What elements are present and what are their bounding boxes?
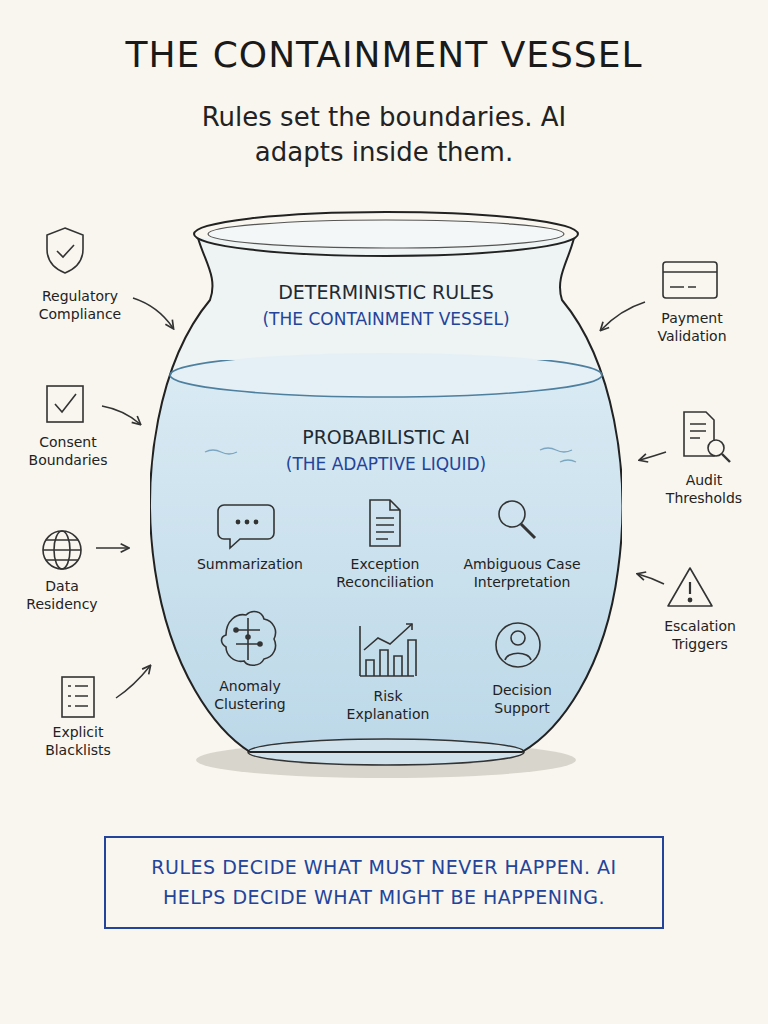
item-label: Decision Support	[472, 682, 572, 717]
node-heading: DETERMINISTIC RULES	[150, 281, 622, 303]
liquid-node: PROBABILISTIC AI (THE ADAPTIVE LIQUID)	[150, 360, 622, 770]
title: THE CONTAINMENT VESSEL	[20, 34, 748, 75]
item-label: Summarization	[180, 556, 320, 574]
node-outline	[150, 360, 622, 770]
glass-body	[150, 238, 622, 752]
node-subheading: (THE ADAPTIVE LIQUID)	[150, 454, 622, 474]
node-subheading: (THE CONTAINMENT VESSEL)	[150, 309, 622, 329]
liquid-surface	[170, 360, 602, 397]
caption: RULES DECIDE WHAT MUST NEVER HAPPEN. AI …	[128, 852, 640, 913]
subtitle: Rules set the boundaries. AI adapts insi…	[184, 100, 584, 170]
rule-label: Data Residency	[12, 578, 112, 613]
item-label: Anomaly Clustering	[195, 678, 305, 713]
rule-label: Consent Boundaries	[13, 434, 123, 469]
vessel-rim-inner	[208, 220, 564, 248]
leader-arrows	[96, 298, 666, 698]
item-label: Risk Explanation	[333, 688, 443, 723]
side-icons	[43, 228, 730, 717]
water-surface	[170, 353, 602, 397]
rule-label: Audit Thresholds	[649, 472, 759, 507]
caption-box: RULES DECIDE WHAT MUST NEVER HAPPEN. AI …	[104, 836, 664, 929]
vessel-node: DETERMINISTIC RULES (THE CONTAINMENT VESS…	[150, 205, 622, 775]
node-text-block: DETERMINISTIC RULES (THE CONTAINMENT VESS…	[150, 281, 622, 329]
vessel-outline	[150, 238, 622, 752]
vessel-rim	[194, 212, 578, 256]
rule-label: Payment Validation	[637, 310, 747, 345]
rule-label: Explicit Blacklists	[28, 724, 128, 759]
item-label: Ambiguous Case Interpretation	[452, 556, 592, 591]
node-heading: PROBABILISTIC AI	[150, 426, 622, 448]
rule-label: Escalation Triggers	[645, 618, 755, 653]
node-text-block: PROBABILISTIC AI (THE ADAPTIVE LIQUID)	[150, 426, 622, 474]
rule-label: Regulatory Compliance	[20, 288, 140, 323]
water	[150, 375, 622, 752]
item-label: Exception Reconciliation	[320, 556, 450, 591]
